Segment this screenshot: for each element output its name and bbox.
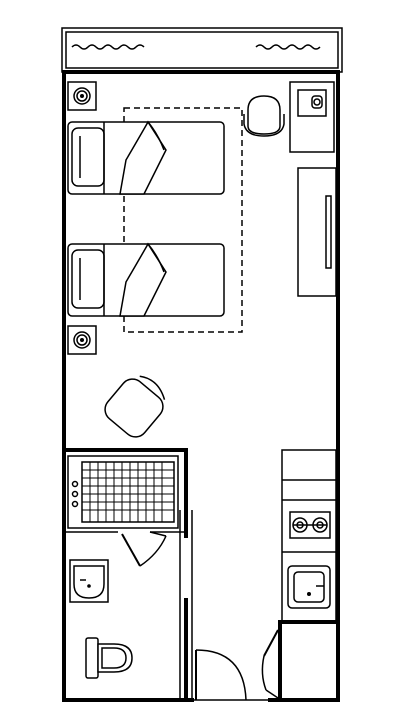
kitchen-partition bbox=[278, 449, 340, 702]
kitchen-sink bbox=[287, 565, 331, 609]
bedside-table-top bbox=[67, 81, 97, 111]
washbasin bbox=[69, 559, 109, 603]
bathroom-door bbox=[121, 531, 167, 567]
balcony-wave-right bbox=[255, 44, 321, 50]
balcony-wave-left bbox=[71, 44, 145, 50]
fridge bbox=[289, 81, 335, 153]
bedside-table-bottom bbox=[67, 325, 97, 355]
bed-1 bbox=[67, 120, 225, 195]
toilet bbox=[85, 637, 133, 679]
entrance-door bbox=[192, 649, 270, 701]
wardrobe bbox=[297, 167, 337, 297]
lounge-chair bbox=[104, 375, 166, 438]
desk-chair bbox=[243, 95, 285, 137]
cupboard-door bbox=[261, 629, 279, 699]
bathtub-grid bbox=[82, 462, 174, 522]
bathroom-walls bbox=[62, 448, 193, 702]
bed-2 bbox=[67, 242, 225, 317]
bathtub bbox=[67, 455, 179, 529]
outer-walls bbox=[62, 70, 340, 702]
balcony bbox=[61, 27, 343, 73]
hob bbox=[289, 511, 331, 539]
rug-outline bbox=[123, 107, 243, 333]
